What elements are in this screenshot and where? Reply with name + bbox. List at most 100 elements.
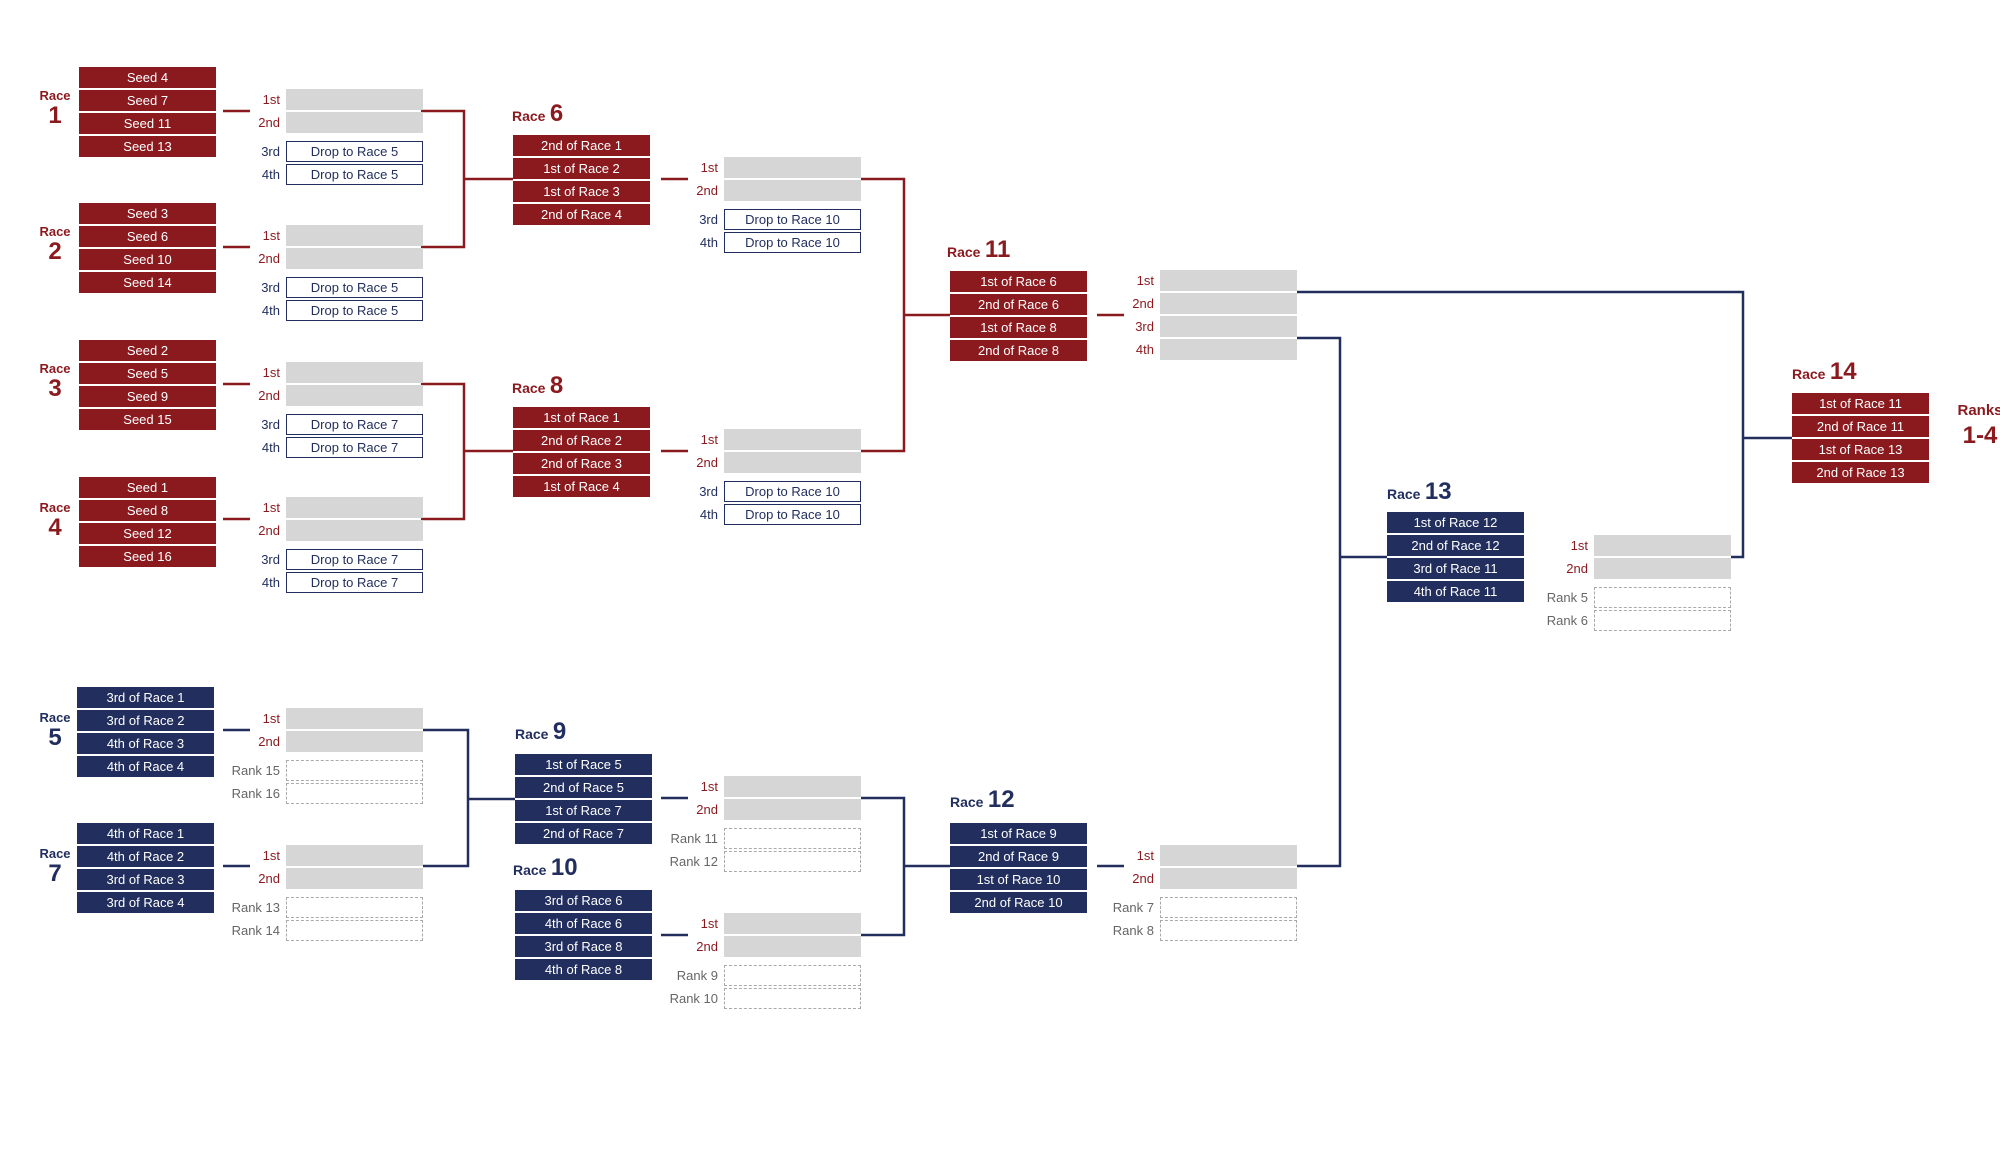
result-slot[interactable] [1160,845,1297,866]
race-word: Race [513,862,547,878]
drop-slot[interactable]: Drop to Race 10 [724,209,861,230]
result-slot[interactable] [286,385,423,406]
placement-label: 1st [700,432,718,447]
result-slot[interactable] [724,157,861,178]
rank-slot[interactable] [286,920,423,941]
race-results-13: 1st 2nd Rank 5 Rank 6 [1547,535,1731,633]
race-entry: 2nd of Race 13 [1792,462,1929,483]
result-slot[interactable] [724,936,861,957]
race-entry: 1st of Race 4 [513,476,650,497]
rank-slot[interactable] [1594,587,1731,608]
rank-slot[interactable] [1160,920,1297,941]
placement-label: 3rd [261,417,280,432]
rank-slot[interactable] [724,851,861,872]
rank-label: Rank 10 [669,991,718,1006]
race-entry: 2nd of Race 9 [950,846,1087,867]
result-slot[interactable] [286,520,423,541]
result-slot[interactable] [1594,558,1731,579]
drop-slot[interactable]: Drop to Race 7 [286,572,423,593]
result-slot[interactable] [286,708,423,729]
result-slot[interactable] [1160,868,1297,889]
race-results-10: 1st 2nd Rank 9 Rank 10 [670,913,861,1011]
result-slot[interactable] [1160,270,1297,291]
result-slot[interactable] [724,913,861,934]
rank-slot[interactable] [286,760,423,781]
result-row: 1st [701,913,861,934]
result-row: 2nd [696,799,861,820]
drop-slot[interactable]: Drop to Race 10 [724,481,861,502]
connector-line [1297,290,1745,559]
result-row: Rank 15 [232,760,423,781]
result-slot[interactable] [286,497,423,518]
drop-slot[interactable]: Drop to Race 7 [286,437,423,458]
race-entry: Seed 2 [79,340,216,361]
rank-slot[interactable] [724,828,861,849]
drop-slot[interactable]: Drop to Race 7 [286,549,423,570]
race-entry: 2nd of Race 12 [1387,535,1524,556]
drop-slot[interactable]: Drop to Race 10 [724,232,861,253]
placement-label: 2nd [1132,296,1154,311]
rank-slot[interactable] [286,897,423,918]
race-entry: 1st of Race 8 [950,317,1087,338]
result-row: Rank 16 [232,783,423,804]
rank-slot[interactable] [1594,610,1731,631]
result-slot[interactable] [1160,316,1297,337]
result-slot[interactable] [286,248,423,269]
race-number: 10 [550,854,578,881]
result-row: 4th [1136,339,1297,360]
placement-label: 4th [1135,342,1154,357]
rank-slot[interactable] [724,965,861,986]
drop-slot[interactable]: Drop to Race 10 [724,504,861,525]
drop-slot[interactable]: Drop to Race 5 [286,164,423,185]
result-slot[interactable] [1160,339,1297,360]
drop-slot[interactable]: Drop to Race 5 [286,300,423,321]
result-slot[interactable] [286,845,423,866]
race-entry: 2nd of Race 3 [513,453,650,474]
race-entry-box-12: 1st of Race 9 2nd of Race 9 1st of Race … [950,823,1087,915]
race-word: Race [39,710,71,725]
result-slot[interactable] [286,89,423,110]
race-entry: 2nd of Race 10 [950,892,1087,913]
connector-line [423,728,470,868]
result-slot[interactable] [1160,293,1297,314]
race-entry: 2nd of Race 7 [515,823,652,844]
race-entry: 3rd of Race 4 [77,892,214,913]
placement-label: 3rd [699,212,718,227]
result-row: Rank 14 [232,920,423,941]
rank-label: Rank 6 [1546,613,1588,628]
result-slot[interactable] [724,452,861,473]
result-slot[interactable] [724,429,861,450]
result-row: 2nd [1132,868,1297,889]
rank-slot[interactable] [286,783,423,804]
result-slot[interactable] [286,731,423,752]
result-slot[interactable] [286,868,423,889]
result-slot[interactable] [724,180,861,201]
rank-label: Rank 12 [669,854,718,869]
drop-slot[interactable]: Drop to Race 7 [286,414,423,435]
result-slot[interactable] [286,112,423,133]
race-entry: Seed 14 [79,272,216,293]
result-row: Rank 13 [232,897,423,918]
result-slot[interactable] [286,225,423,246]
drop-slot[interactable]: Drop to Race 5 [286,141,423,162]
race-entry-box-7: 4th of Race 1 4th of Race 2 3rd of Race … [77,823,214,915]
rank-slot[interactable] [724,988,861,1009]
rank-label: Rank 15 [231,763,280,778]
result-row: 3rd Drop to Race 5 [261,141,423,162]
result-slot[interactable] [724,799,861,820]
rank-slot[interactable] [1160,897,1297,918]
drop-slot[interactable]: Drop to Race 5 [286,277,423,298]
result-slot[interactable] [286,362,423,383]
placement-label: 3rd [261,144,280,159]
result-slot[interactable] [1594,535,1731,556]
result-slot[interactable] [724,776,861,797]
rank-label: Rank 5 [1546,590,1588,605]
race-label-12: Race 12 [950,786,1015,814]
race-word: Race [39,361,71,376]
race-entry: 1st of Race 13 [1792,439,1929,460]
